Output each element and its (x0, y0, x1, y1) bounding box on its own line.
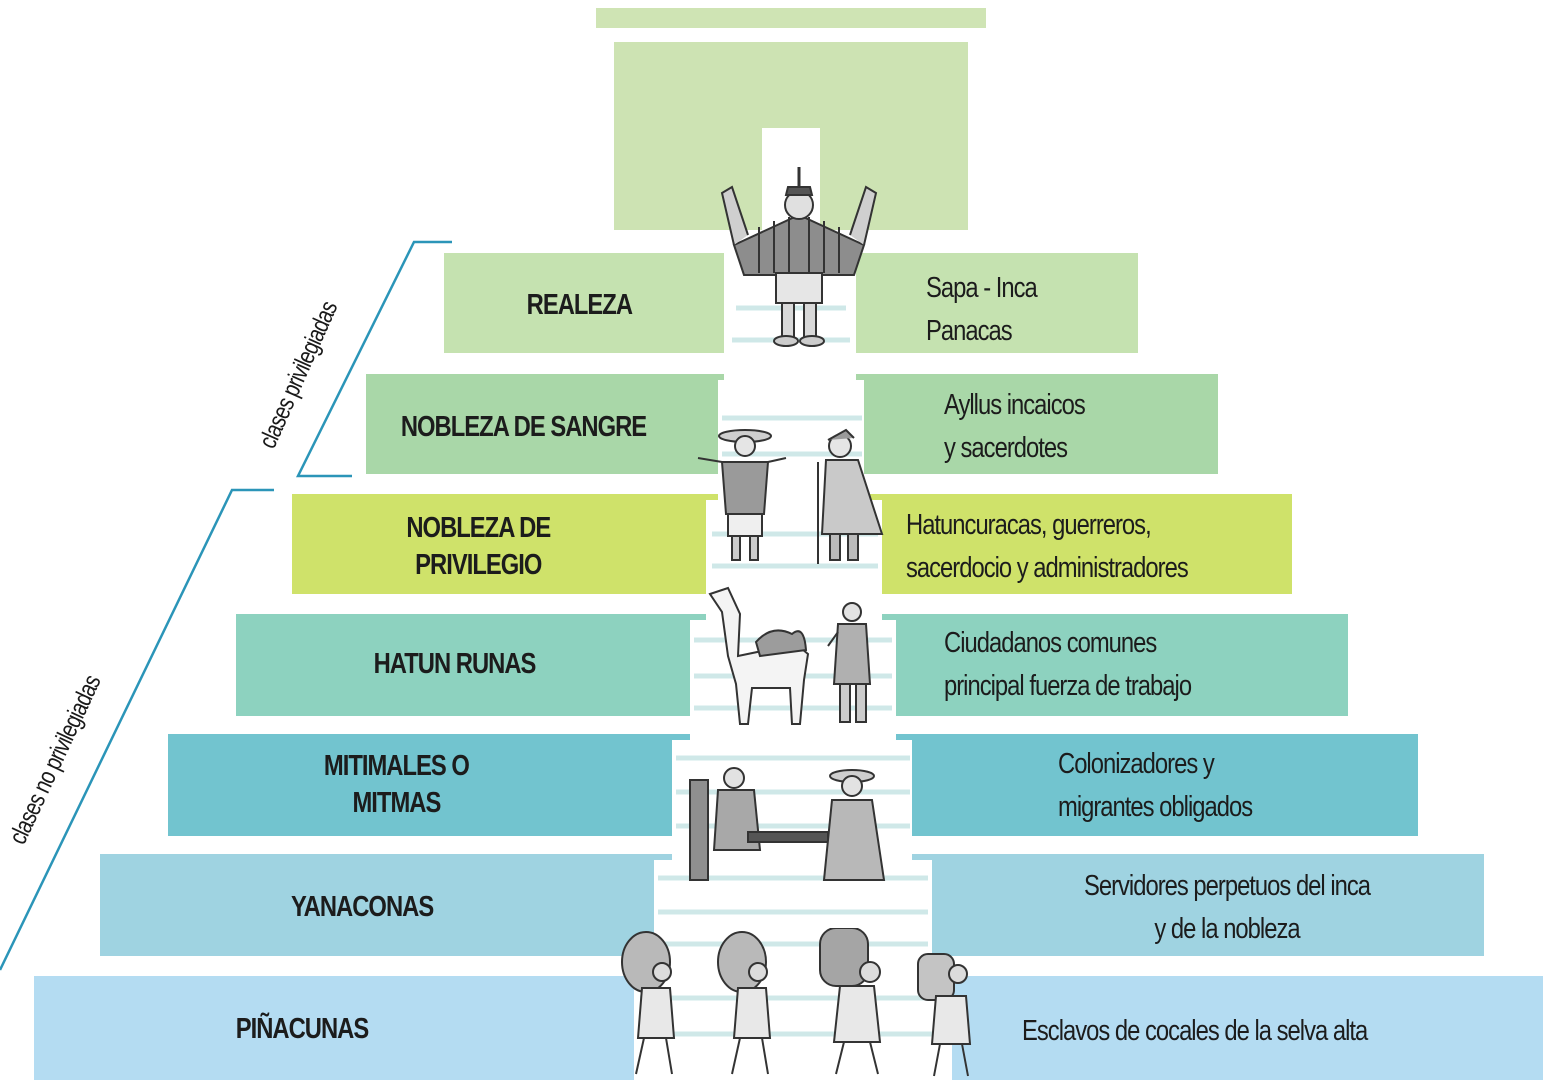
porter-figures (621, 928, 972, 1077)
inca-ruler-figure (720, 167, 878, 347)
tier-name-nobleza-privilegio: NOBLEZA DE PRIVILEGIO (406, 511, 551, 581)
porter-2 (717, 931, 772, 1075)
tier-name-realeza: REALEZA (526, 289, 633, 322)
llama-figure (708, 586, 872, 725)
tier-desc-mitimales: Colonizadores y migrantes obligados (1058, 747, 1253, 824)
tier-name-nobleza-sangre: NOBLEZA DE SANGRE (400, 411, 647, 444)
porter-4 (917, 953, 972, 1077)
temple-cap (596, 8, 986, 28)
bracket-non-privileged-line (0, 488, 274, 971)
tier-name-pinacunas: PIÑACUNAS (235, 1013, 370, 1046)
porter-3 (819, 928, 882, 1075)
weaver-figures (689, 767, 886, 881)
tier-name-yanaconas: YANACONAS (290, 891, 434, 924)
tier-name-hatun-runas: HATUN RUNAS (373, 648, 537, 681)
tier-name-mitimales: MITIMALES O MITMAS (323, 749, 470, 819)
tier-desc-pinacunas: Esclavos de cocales de la selva alta (1022, 1015, 1368, 1048)
tier-desc-realeza: Sapa - Inca Panacas (926, 271, 1038, 348)
porter-1 (621, 931, 676, 1075)
tier-desc-nobleza-sangre: Ayllus incaicos y sacerdotes (944, 388, 1086, 465)
bracket-privileged-line (295, 240, 452, 478)
tier-desc-hatun-runas: Ciudadanos comunes principal fuerza de t… (944, 626, 1192, 703)
tier-desc-yanaconas: Servidores perpetuos del inca y de la no… (1083, 869, 1371, 946)
noble-figures (697, 428, 884, 564)
tier-desc-nobleza-privilegio: Hatuncuracas, guerreros, sacerdocio y ad… (906, 508, 1189, 585)
